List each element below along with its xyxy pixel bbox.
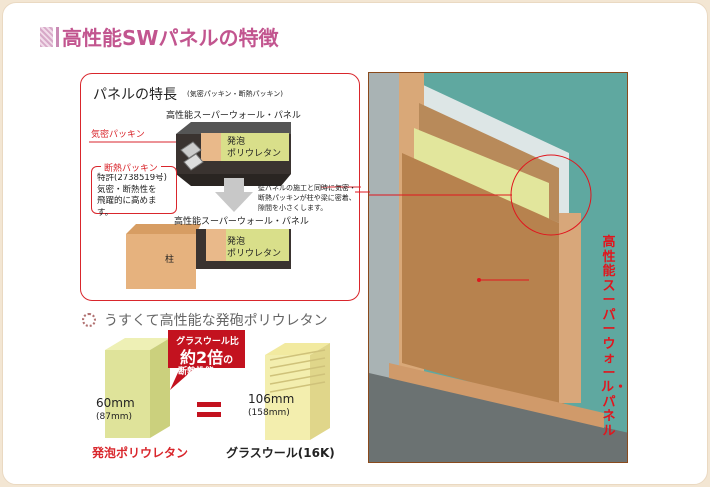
equals-sign-top: [197, 402, 221, 407]
callout-line3: 断熱性能: [178, 367, 215, 377]
wall-panel-photo: [368, 72, 628, 463]
equals-sign-bottom: [197, 412, 221, 417]
photo-panel-label: 高性能スーパーウォール・パネル: [601, 235, 628, 439]
airtight-packing-label: 気密パッキン: [91, 130, 145, 140]
foam-label-top: 発泡ポリウレタン: [227, 137, 282, 159]
gw-thickness: 106mm(158mm): [248, 392, 295, 418]
foam-label-bottom: 発泡ポリウレタン: [227, 237, 282, 259]
callout-main: 約2倍の: [180, 348, 234, 367]
feature-heading: パネルの特長: [93, 87, 177, 103]
feature-panel: パネルの特長 (気密パッキン・断熱パッキン) 高性能スーパーウォール・パネル 気…: [80, 73, 361, 301]
title-text: 高性能SWパネルの特徴: [62, 26, 279, 50]
thin-heading: うすくて高性能な発砲ポリウレタン: [104, 313, 328, 329]
feature-subheading: (気密パッキン・断熱パッキン): [187, 90, 284, 98]
insulation-packing-label: 断熱パッキン: [101, 161, 161, 174]
gw-name: グラスウール(16K): [226, 446, 335, 460]
panel-section-diagram: [89, 122, 361, 289]
dotted-circle-icon: [82, 313, 96, 327]
connector-line: [355, 191, 370, 193]
thickness-comparison: [105, 330, 330, 440]
panel-label-bottom: 高性能スーパーウォール・パネル: [174, 217, 309, 227]
pu-name: 発泡ポリウレタン: [92, 446, 189, 460]
wall-panel-illustration: [369, 73, 627, 462]
page-title: 高性能SWパネルの特徴: [40, 22, 278, 51]
panel-label-top: 高性能スーパーウォール・パネル: [166, 111, 301, 121]
construction-note: 壁パネルの施工と同時に気密・断熱パッキンが柱や梁に密着、隙間を小さくします。: [258, 184, 356, 212]
pu-thickness: 60mm(87mm): [96, 396, 135, 422]
title-bar-icon: [40, 26, 56, 47]
callout-line1: グラスウール比: [176, 337, 239, 347]
pillar-label: 柱: [165, 255, 175, 265]
